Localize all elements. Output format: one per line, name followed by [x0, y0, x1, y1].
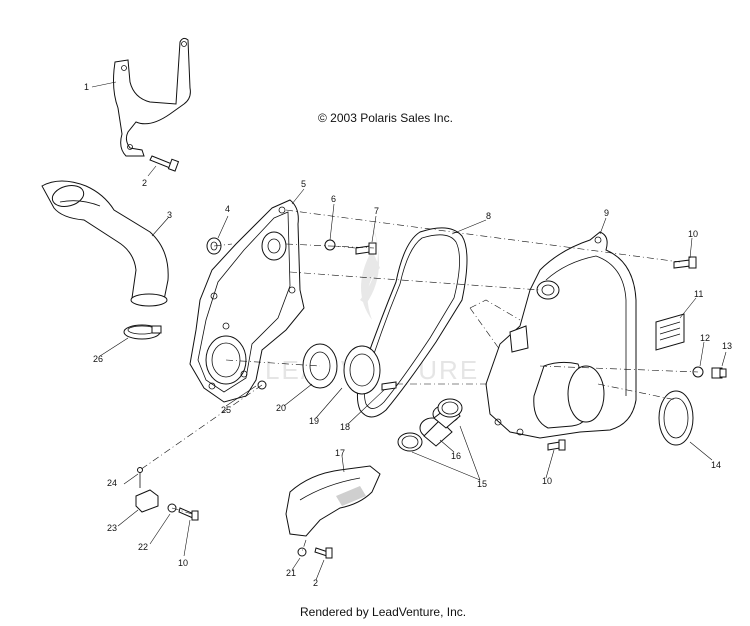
part-drive-belt	[356, 227, 468, 418]
part-intake-duct	[41, 180, 169, 307]
callout-15: 15	[477, 479, 487, 489]
callout-4: 4	[225, 204, 230, 214]
part-gasket-14	[658, 390, 694, 446]
callout-9: 9	[604, 208, 609, 218]
part-decal-11	[655, 313, 685, 351]
part-screw-10-upper	[673, 256, 697, 269]
callout-2: 2	[142, 178, 147, 188]
assembly-lines	[139, 209, 699, 553]
part-washer-6	[324, 239, 336, 251]
callout-20: 20	[276, 403, 286, 413]
callout-10-lower: 10	[542, 476, 552, 486]
part-clamps-15	[397, 398, 463, 452]
callout-17: 17	[335, 448, 345, 458]
callout-8: 8	[486, 211, 491, 221]
callout-18: 18	[340, 422, 350, 432]
part-bolt-2	[149, 155, 180, 172]
callout-11: 11	[694, 289, 703, 299]
callout-14: 14	[711, 460, 721, 470]
callout-24: 24	[107, 478, 117, 488]
part-plug-13	[711, 367, 727, 379]
copyright-notice: © 2003 Polaris Sales Inc.	[318, 111, 453, 125]
callout-23: 23	[107, 523, 117, 533]
callout-16: 16	[451, 451, 461, 461]
leader-lines	[91, 81, 727, 581]
part-screw-7	[355, 242, 377, 255]
callout-10: 10	[688, 229, 698, 239]
callout-7: 7	[374, 206, 379, 216]
part-bolt-18	[381, 381, 397, 391]
callout-21: 21	[286, 568, 296, 578]
part-lower-guard-17	[285, 465, 381, 537]
callout-22: 22	[138, 542, 148, 552]
callout-19: 19	[309, 416, 319, 426]
callout-5: 5	[301, 179, 306, 189]
part-bracket	[113, 37, 191, 157]
callout-26: 26	[93, 354, 103, 364]
part-screw-10-lower	[547, 439, 566, 451]
callout-3: 3	[167, 210, 172, 220]
callout-25: 25	[221, 405, 231, 415]
part-outer-housing	[485, 231, 637, 439]
rendered-by-credit: Rendered by LeadVenture, Inc.	[300, 605, 466, 619]
callout-labels: 1 2 3 4 5 6 7 8 9 10 11 12 13 14 10 15 1…	[84, 82, 732, 588]
callout-12: 12	[700, 333, 710, 343]
part-pin-24	[137, 467, 143, 488]
callout-6: 6	[331, 194, 336, 204]
part-hose-clamp-26	[123, 324, 162, 340]
callout-1: 1	[84, 82, 89, 92]
callout-2-lower: 2	[313, 578, 318, 588]
part-washer-21	[297, 547, 307, 557]
part-small-bracket-23	[135, 489, 159, 513]
callout-10-left: 10	[178, 558, 188, 568]
part-bolt-2-lower	[314, 547, 333, 559]
callout-13: 13	[722, 341, 732, 351]
part-seal-19	[343, 345, 381, 395]
part-screw-10-left	[178, 507, 199, 521]
